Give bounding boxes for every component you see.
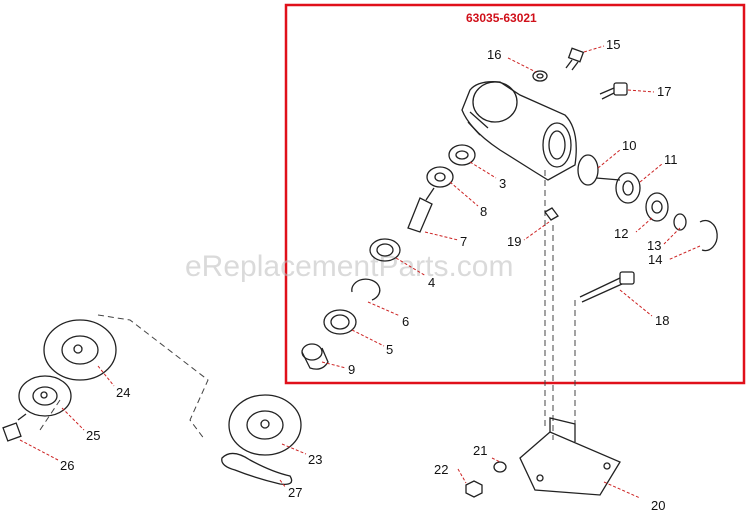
label-4: 4 [428, 275, 435, 290]
label-22: 22 [434, 462, 448, 477]
part-7-shaft [407, 187, 435, 233]
part-10-gear [577, 154, 621, 186]
label-10: 10 [622, 138, 636, 153]
watermark: eReplacementParts.com [185, 250, 513, 283]
label-13: 13 [647, 238, 661, 253]
part-16-washer [532, 70, 548, 82]
part-17-screw [599, 82, 628, 100]
label-21: 21 [473, 443, 487, 458]
part-labels: 16 15 17 3 10 11 8 12 13 14 7 19 4 18 6 … [60, 37, 678, 513]
part-27-clip [221, 452, 293, 485]
label-15: 15 [606, 37, 620, 52]
part-5-seal [323, 309, 357, 335]
part-21-washer [493, 461, 507, 473]
label-20: 20 [651, 498, 665, 513]
label-23: 23 [308, 452, 322, 467]
part-25-pulley [18, 375, 72, 417]
part-9-bushing [301, 343, 329, 370]
label-11: 11 [664, 152, 678, 167]
label-12: 12 [614, 226, 628, 241]
part-8-gear [426, 166, 454, 188]
part-13-washer [673, 213, 687, 231]
label-16: 16 [487, 47, 501, 62]
guide-lines [39, 170, 576, 441]
part-14-snap-ring [699, 219, 718, 252]
part-26-bolt [2, 413, 27, 442]
label-26: 26 [60, 458, 74, 473]
part-3-bearing [448, 144, 476, 166]
leader-lines [19, 45, 701, 499]
highlight-box [284, 3, 746, 385]
label-8: 8 [480, 204, 487, 219]
part-4-bearing [369, 238, 401, 262]
part-18-bolt [579, 271, 635, 303]
label-5: 5 [386, 342, 393, 357]
label-7: 7 [460, 234, 467, 249]
label-17: 17 [657, 84, 671, 99]
gear-housing [461, 81, 577, 181]
label-9: 9 [348, 362, 355, 377]
part-12-bearing [645, 192, 669, 222]
label-25: 25 [86, 428, 100, 443]
box-title: 63035-63021 [466, 11, 537, 25]
label-24: 24 [116, 385, 130, 400]
part-23-pulley [228, 394, 302, 456]
label-3: 3 [499, 176, 506, 191]
part-11-bearing [615, 172, 641, 204]
label-27: 27 [288, 485, 302, 500]
part-24-pulley [43, 319, 117, 381]
label-6: 6 [402, 314, 409, 329]
part-15-screw [565, 47, 585, 71]
part-20-bracket [519, 417, 621, 496]
part-19-key [544, 207, 559, 221]
label-18: 18 [655, 313, 669, 328]
label-19: 19 [507, 234, 521, 249]
part-22-nut [465, 480, 483, 498]
part-6-snap-ring [351, 278, 381, 301]
label-14: 14 [648, 252, 662, 267]
